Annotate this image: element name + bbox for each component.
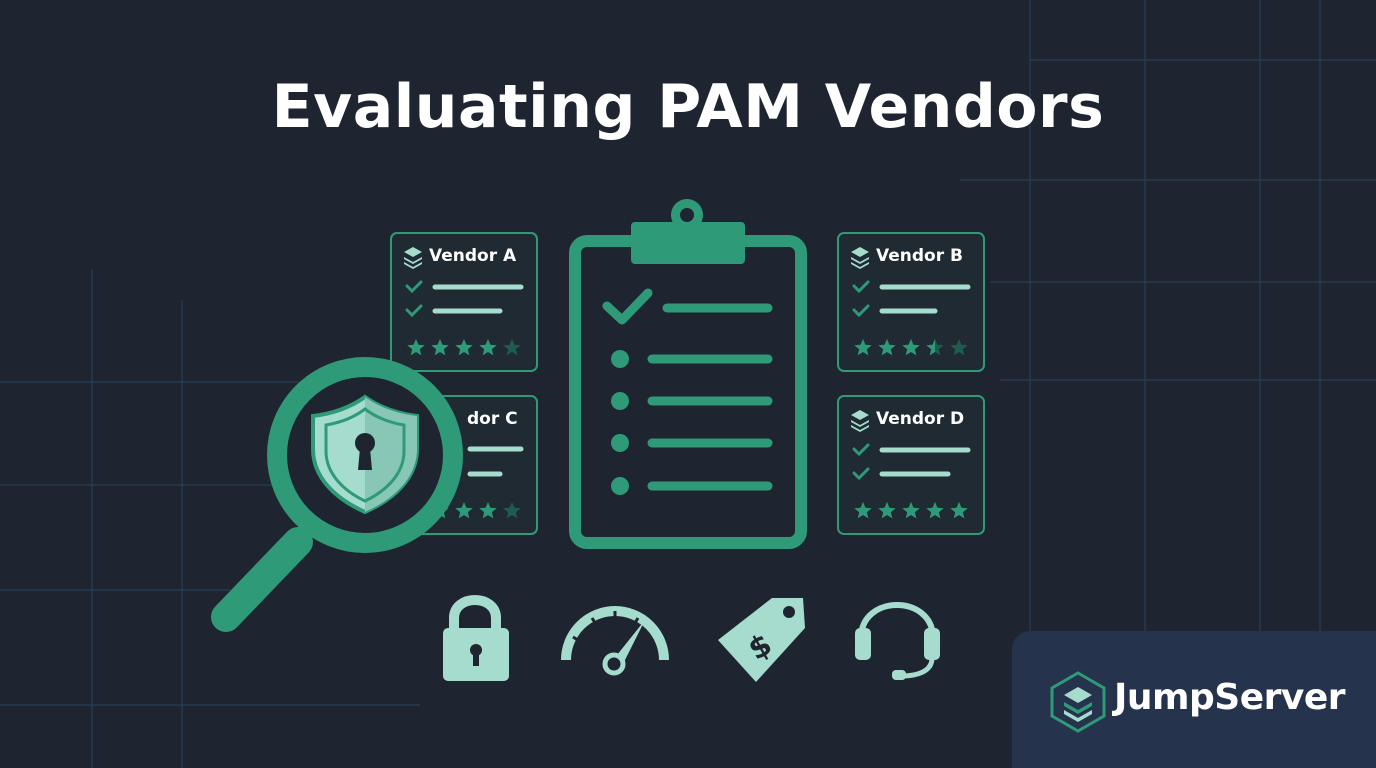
brand-panel: JumpServer xyxy=(1012,631,1376,768)
star-icon-filled xyxy=(950,502,968,519)
star-icon-filled xyxy=(926,339,935,356)
check-icon xyxy=(852,443,870,457)
magnifier-shield-icon xyxy=(211,357,463,632)
star-icon xyxy=(503,502,521,519)
star-icon-filled xyxy=(407,339,425,356)
star-rating xyxy=(854,502,968,519)
star-icon-filled xyxy=(455,502,473,519)
vendor-card-b: Vendor B xyxy=(837,232,985,372)
star-icon-filled xyxy=(902,502,920,519)
star-icon-filled xyxy=(854,339,872,356)
speedometer-icon xyxy=(561,606,669,676)
star-rating xyxy=(407,339,521,356)
check-icon xyxy=(852,280,870,294)
star-rating xyxy=(854,339,968,356)
star-icon-filled xyxy=(902,339,920,356)
star-icon xyxy=(503,339,521,356)
jumpserver-logo-icon xyxy=(1050,671,1106,733)
star-icon-filled xyxy=(878,339,896,356)
layers-logo-icon xyxy=(404,247,422,269)
star-icon-filled xyxy=(854,502,872,519)
check-icon xyxy=(405,304,423,318)
vendor-card-label: Vendor B xyxy=(876,246,963,266)
headset-icon xyxy=(855,602,940,680)
clipboard-checklist-icon xyxy=(569,199,807,549)
layers-logo-icon xyxy=(851,410,869,432)
vendor-card-a: Vendor A xyxy=(390,232,538,372)
check-icon xyxy=(852,467,870,481)
star-icon-filled xyxy=(479,339,497,356)
price-tag-icon: $ xyxy=(718,598,805,682)
vendor-card-label: Vendor D xyxy=(876,409,964,429)
page-title: Evaluating PAM Vendors xyxy=(271,72,1105,142)
star-icon-filled xyxy=(479,502,497,519)
star-icon-filled xyxy=(878,502,896,519)
brand-name: JumpServer xyxy=(1114,677,1346,718)
vendor-card-d: Vendor D xyxy=(837,395,985,535)
check-icon xyxy=(405,280,423,294)
layers-logo-icon xyxy=(851,247,869,269)
vendor-card-label: Vendor A xyxy=(429,246,517,266)
star-icon-filled xyxy=(431,339,449,356)
vendor-card-label: dor C xyxy=(467,409,518,429)
star-icon-filled xyxy=(455,339,473,356)
star-icon-filled xyxy=(926,502,944,519)
check-icon xyxy=(852,304,870,318)
star-icon xyxy=(950,339,968,356)
padlock-icon xyxy=(443,595,509,681)
